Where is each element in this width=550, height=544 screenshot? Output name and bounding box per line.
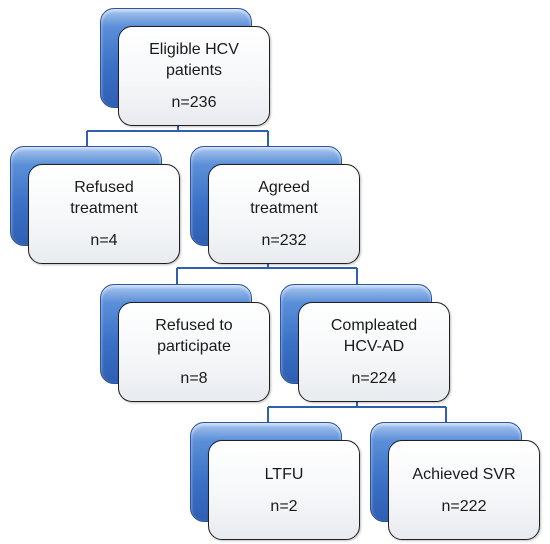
node-card: Agreed treatment n=232 — [208, 164, 360, 264]
node-label: Achieved SVR — [412, 465, 516, 483]
node-card: LTFU n=2 — [208, 440, 360, 540]
node-count: n=222 — [441, 497, 487, 515]
node-card: Refused to participate n=8 — [118, 302, 270, 402]
node-label: Compleated HCV-AD — [330, 317, 418, 355]
node-count: n=8 — [180, 370, 208, 387]
node-card: Achieved SVR n=222 — [388, 440, 540, 540]
node-label: Eligible HCV patients — [149, 41, 239, 79]
node-label: Agreed treatment — [250, 179, 318, 217]
node-label: Refused treatment — [70, 179, 138, 217]
node-achieved-svr: Achieved SVR n=222 — [370, 422, 540, 540]
node-count: n=232 — [261, 232, 307, 249]
node-card: Eligible HCV patients n=236 — [118, 26, 270, 126]
node-count: n=4 — [90, 232, 118, 249]
node-ltfu: LTFU n=2 — [190, 422, 360, 540]
node-refused-treatment: Refused treatment n=4 — [10, 146, 180, 264]
node-completed-hcv-ad: Compleated HCV-AD n=224 — [280, 284, 450, 402]
node-agreed-treatment: Agreed treatment n=232 — [190, 146, 360, 264]
node-card: Compleated HCV-AD n=224 — [298, 302, 450, 402]
node-card: Refused treatment n=4 — [28, 164, 180, 264]
node-label: LTFU — [264, 465, 304, 483]
node-count: n=236 — [171, 94, 217, 111]
node-count: n=224 — [351, 370, 397, 387]
node-eligible-patients: Eligible HCV patients n=236 — [100, 8, 270, 126]
node-count: n=2 — [270, 497, 298, 515]
node-label: Refused to participate — [155, 317, 233, 355]
node-refused-participate: Refused to participate n=8 — [100, 284, 270, 402]
